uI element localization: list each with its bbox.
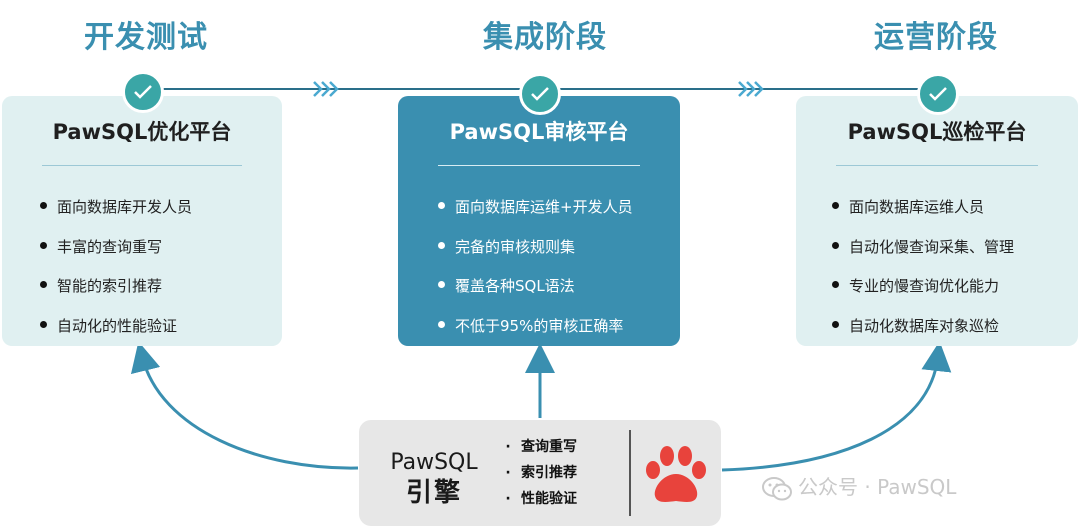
feature-text: 自动化数据库对象巡检 <box>849 316 1000 335</box>
wechat-icon <box>762 476 792 500</box>
bullet-icon <box>438 202 445 209</box>
feature-text: 面向数据库开发人员 <box>57 198 193 216</box>
stage-title-integration: 集成阶段 <box>483 20 607 55</box>
card-title: PawSQL审核平台 <box>449 120 629 144</box>
stage-title-operations: 运营阶段 <box>874 20 998 55</box>
feature-item: 自动化数据库对象巡检 <box>832 313 1014 353</box>
bullet-icon <box>438 281 445 288</box>
bullet-icon <box>40 320 47 328</box>
card-divider <box>42 165 242 166</box>
engine-name-line1: PawSQL <box>390 450 478 475</box>
check-icon <box>122 71 164 113</box>
feature-item: 面向数据库运维人员 <box>832 194 1014 234</box>
engine-feature-item: · 性能验证 <box>501 486 577 512</box>
engine-feature-item: · 查询重写 <box>501 434 577 460</box>
feature-text: 面向数据库运维+开发人员 <box>455 198 633 216</box>
bullet-icon <box>832 241 839 249</box>
feature-item: 面向数据库开发人员 <box>40 194 192 234</box>
engine-name-line2: 引擎 <box>405 478 462 508</box>
feature-list: 面向数据库运维人员 自动化慢查询采集、管理 专业的慢查询优化能力 自动化数据库对… <box>832 194 1014 352</box>
feature-item: 完备的审核规则集 <box>438 234 633 274</box>
card-audit-platform: PawSQL审核平台 面向数据库运维+开发人员 完备的审核规则集 覆盖各种SQL… <box>398 96 680 346</box>
feature-item: 丰富的查询重写 <box>40 234 192 274</box>
bullet-icon <box>438 320 445 328</box>
card-optimize-platform: PawSQL优化平台 面向数据库开发人员 丰富的查询重写 智能的索引推荐 自动化… <box>2 96 282 346</box>
engine-name: PawSQL 引擎 <box>359 448 509 508</box>
bullet-icon <box>40 241 47 249</box>
pawsql-engine-box: PawSQL 引擎 · 查询重写 · 索引推荐 · 性能验证 <box>359 420 721 526</box>
feature-list: 面向数据库开发人员 丰富的查询重写 智能的索引推荐 自动化的性能验证 <box>40 194 192 352</box>
feature-item: 专业的慢查询优化能力 <box>832 273 1014 313</box>
engine-feature-text: 性能验证 <box>521 491 577 507</box>
feature-text: 自动化的性能验证 <box>57 316 178 335</box>
bullet-icon: · <box>505 491 511 507</box>
arrow-engine-to-left <box>130 341 359 470</box>
feature-item: 覆盖各种SQL语法 <box>438 273 633 313</box>
feature-text: 丰富的查询重写 <box>57 237 163 256</box>
bullet-icon <box>40 202 47 209</box>
watermark: 公众号 · PawSQL <box>762 471 956 502</box>
engine-feature-list: · 查询重写 · 索引推荐 · 性能验证 <box>501 434 577 512</box>
feature-text: 自动化慢查询采集、管理 <box>849 237 1015 256</box>
bullet-icon <box>832 281 839 288</box>
bullet-icon <box>832 320 839 328</box>
feature-item: 自动化慢查询采集、管理 <box>832 234 1014 274</box>
feature-text: 覆盖各种SQL语法 <box>455 277 575 295</box>
bullet-icon: · <box>505 465 511 481</box>
bullet-icon: · <box>505 439 511 455</box>
engine-feature-text: 查询重写 <box>521 439 577 455</box>
watermark-text: 公众号 · PawSQL <box>798 475 957 499</box>
engine-feature-text: 索引推荐 <box>521 465 577 481</box>
engine-divider <box>629 430 631 516</box>
bullet-icon <box>832 202 839 209</box>
card-inspection-platform: PawSQL巡检平台 面向数据库运维人员 自动化慢查询采集、管理 专业的慢查询优… <box>796 96 1078 346</box>
check-icon <box>917 73 959 115</box>
bullet-icon <box>40 281 47 288</box>
card-title: PawSQL优化平台 <box>52 120 232 144</box>
feature-item: 自动化的性能验证 <box>40 313 192 353</box>
stage-title-dev: 开发测试 <box>84 20 208 55</box>
card-divider <box>836 165 1038 166</box>
paw-logo-icon <box>646 446 706 502</box>
feature-item: 不低于95%的审核正确率 <box>438 313 633 353</box>
feature-text: 完备的审核规则集 <box>455 237 576 256</box>
arrow-engine-to-right <box>721 341 952 472</box>
card-title: PawSQL巡检平台 <box>847 120 1027 144</box>
feature-list: 面向数据库运维+开发人员 完备的审核规则集 覆盖各种SQL语法 不低于95%的审… <box>438 194 633 352</box>
chevrons-left <box>313 81 339 97</box>
feature-item: 面向数据库运维+开发人员 <box>438 194 633 234</box>
check-icon <box>519 73 561 115</box>
bullet-icon <box>438 241 445 249</box>
feature-text: 不低于95%的审核正确率 <box>455 316 624 335</box>
feature-text: 专业的慢查询优化能力 <box>849 277 1000 295</box>
chevrons-right <box>738 81 764 97</box>
card-divider <box>438 165 640 166</box>
feature-text: 面向数据库运维人员 <box>849 198 985 216</box>
feature-item: 智能的索引推荐 <box>40 273 192 313</box>
engine-feature-item: · 索引推荐 <box>501 460 577 486</box>
feature-text: 智能的索引推荐 <box>57 277 163 295</box>
